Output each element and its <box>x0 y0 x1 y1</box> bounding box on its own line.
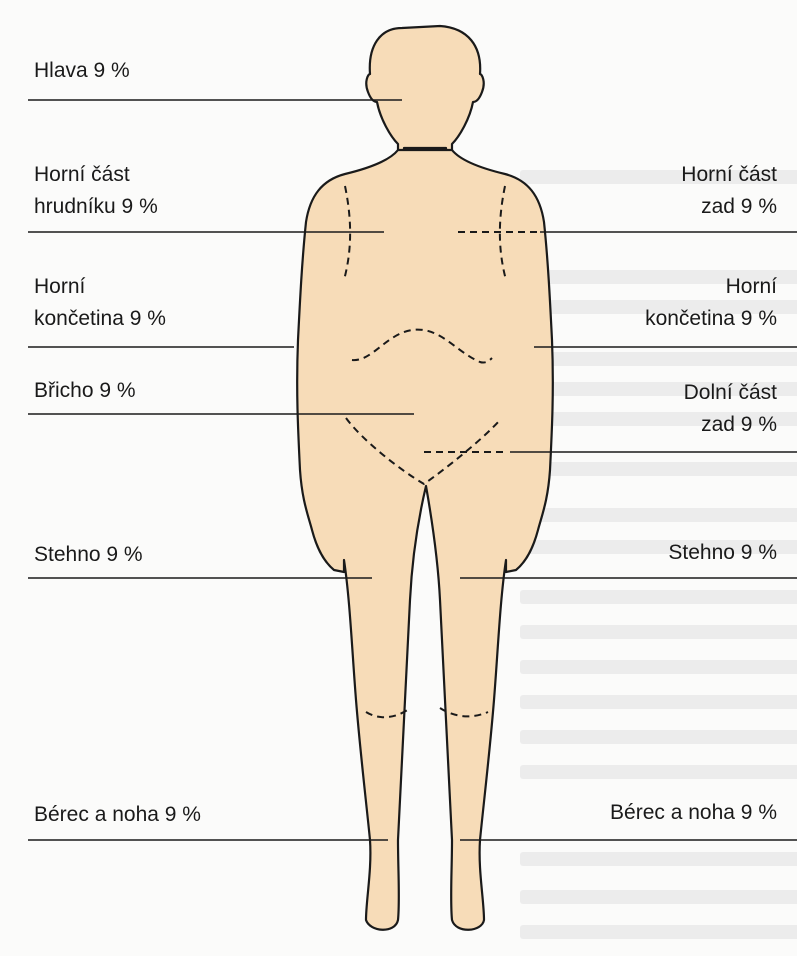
head-shape <box>366 26 483 157</box>
label-head: Hlava 9 % <box>34 58 130 84</box>
label-right-leg: Bérec a noha 9 % <box>610 800 777 826</box>
label-lower-back-line1: Dolní část <box>684 380 777 406</box>
label-upper-chest-line2: hrudníku 9 % <box>34 194 158 220</box>
label-right-thigh: Stehno 9 % <box>668 540 777 566</box>
label-left-thigh: Stehno 9 % <box>34 542 143 568</box>
label-belly: Břicho 9 % <box>34 378 136 404</box>
label-left-arm-line2: končetina 9 % <box>34 306 166 332</box>
label-left-arm-line1: Horní <box>34 274 85 300</box>
label-lower-back-line2: zad 9 % <box>701 412 777 438</box>
label-upper-back-line1: Horní část <box>681 162 777 188</box>
torso-and-arms-shape <box>297 150 553 930</box>
label-right-arm-line1: Horní <box>726 274 777 300</box>
label-upper-back-line2: zad 9 % <box>701 194 777 220</box>
label-right-arm-line2: končetina 9 % <box>645 306 777 332</box>
label-left-leg: Bérec a noha 9 % <box>34 802 201 828</box>
human-body-silhouette <box>297 26 553 930</box>
label-upper-chest-line1: Horní část <box>34 162 130 188</box>
